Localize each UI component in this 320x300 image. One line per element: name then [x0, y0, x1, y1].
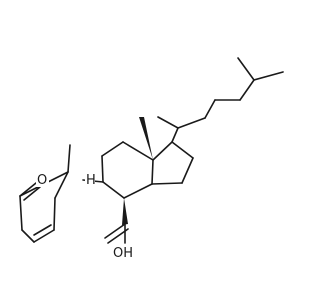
wedge-carboxyl [122, 198, 128, 225]
o-label-bg [36, 171, 49, 187]
bond-chain-4 [204, 99, 216, 119]
bond-5ring-5 [151, 159, 154, 185]
side-chain [157, 57, 284, 143]
bond-carbonyl-1 [104, 223, 126, 239]
bond-chain-6 [239, 79, 255, 101]
h-label-bg [85, 172, 95, 187]
molecule-structure-diagram: H O OH [19, 57, 284, 261]
hydroxyl-label: OH [113, 246, 133, 261]
ketone-oxygen-label: O [37, 173, 47, 188]
bond-enone-1 [54, 171, 69, 199]
bond-chain-1 [171, 127, 179, 143]
bond-chain-2 [157, 116, 179, 129]
bond-6ring-3 [101, 155, 104, 183]
bond-6ring-1 [122, 141, 154, 161]
bond-enone-5 [19, 195, 23, 231]
carboxylic-acid-group [104, 198, 129, 244]
bond-enone-3b [33, 224, 52, 236]
bond-5ring-2 [171, 141, 194, 159]
oh-label-bg [112, 244, 136, 260]
bond-ketone-1 [19, 182, 37, 197]
bond-enone-4 [21, 229, 35, 243]
bond-5ring-1 [152, 141, 173, 161]
cyclohexenone-ring [19, 144, 104, 243]
cyclopentane-ring [151, 141, 194, 185]
bond-5ring-4 [151, 182, 183, 185]
bond-chain-3 [177, 117, 206, 129]
bond-chain-8 [253, 71, 284, 81]
bond-quaternary-methyl [67, 144, 71, 173]
bond-chain-7 [237, 57, 255, 81]
bond-6ring-2 [101, 141, 124, 157]
bond-6ring-4 [102, 181, 125, 199]
ring-h-label: H [86, 173, 96, 188]
wedge-angular-methyl [139, 117, 153, 160]
bond-enone-3a [33, 229, 55, 243]
bond-enone-2 [53, 197, 56, 231]
bond-ketone-2 [23, 186, 41, 201]
bond-5ring-3 [181, 157, 194, 184]
bond-6ring-5 [123, 183, 153, 199]
cyclohexane-ring [101, 141, 154, 199]
atom-labels: H O OH [36, 171, 136, 261]
